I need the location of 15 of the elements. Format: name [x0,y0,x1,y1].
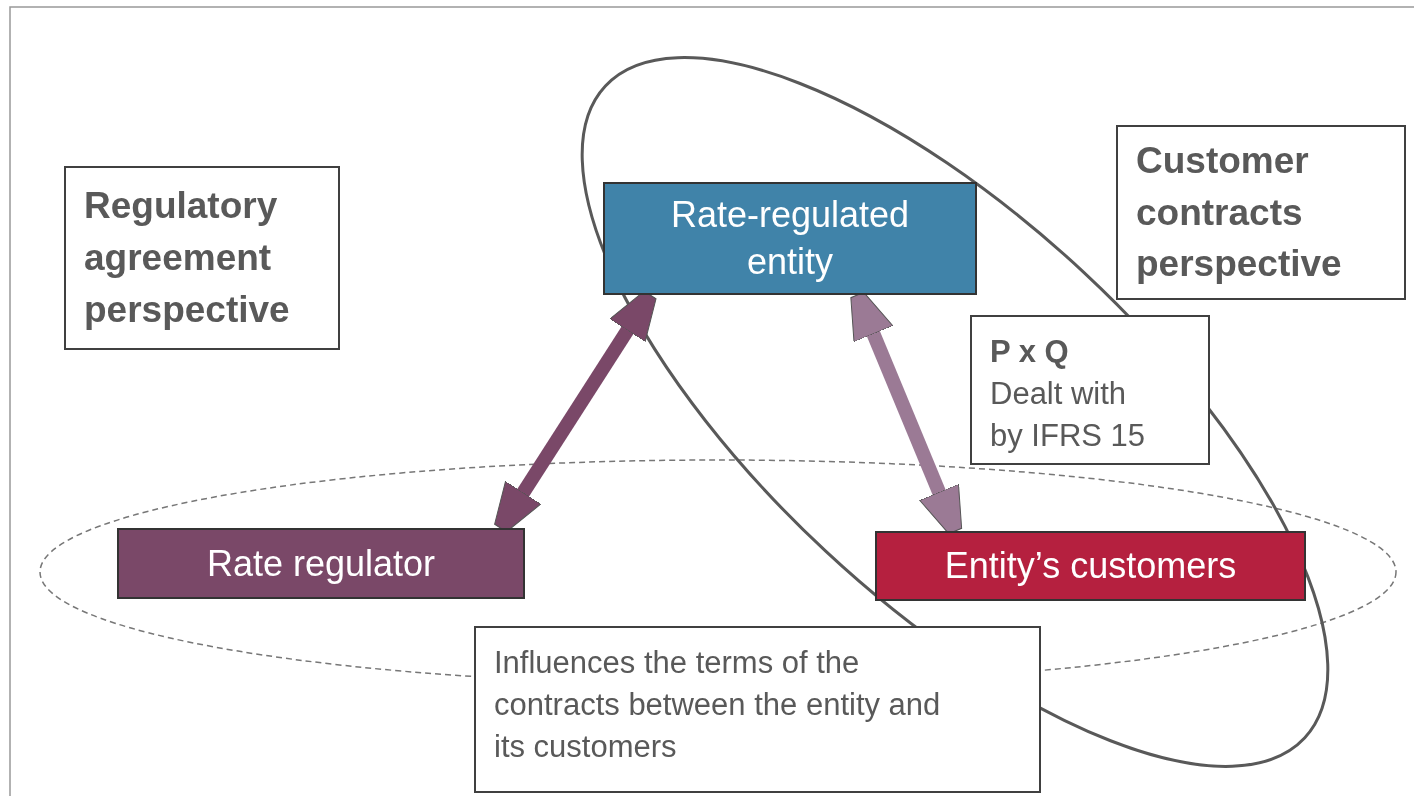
label-text: Regulatory agreement perspective [84,184,291,332]
regulator-box [117,528,525,599]
label-text: Influences the terms of the contracts between the entity and its customers [494,644,942,766]
note-box [474,626,1041,793]
note-box [970,315,1210,465]
note-heading: P x Q [990,333,1070,371]
label-text: Dealt with by IFRS 15 [990,374,1147,455]
label-text: Rate regulator [205,541,437,586]
label-text: Customer contracts perspective [1136,138,1343,287]
customers-box [875,531,1306,601]
heading-box [1116,125,1406,300]
entity-box [603,182,977,295]
heading-box [64,166,340,350]
label-text: Rate-regulated entity [669,192,911,284]
label-text: Entity’s customers [943,544,1238,588]
